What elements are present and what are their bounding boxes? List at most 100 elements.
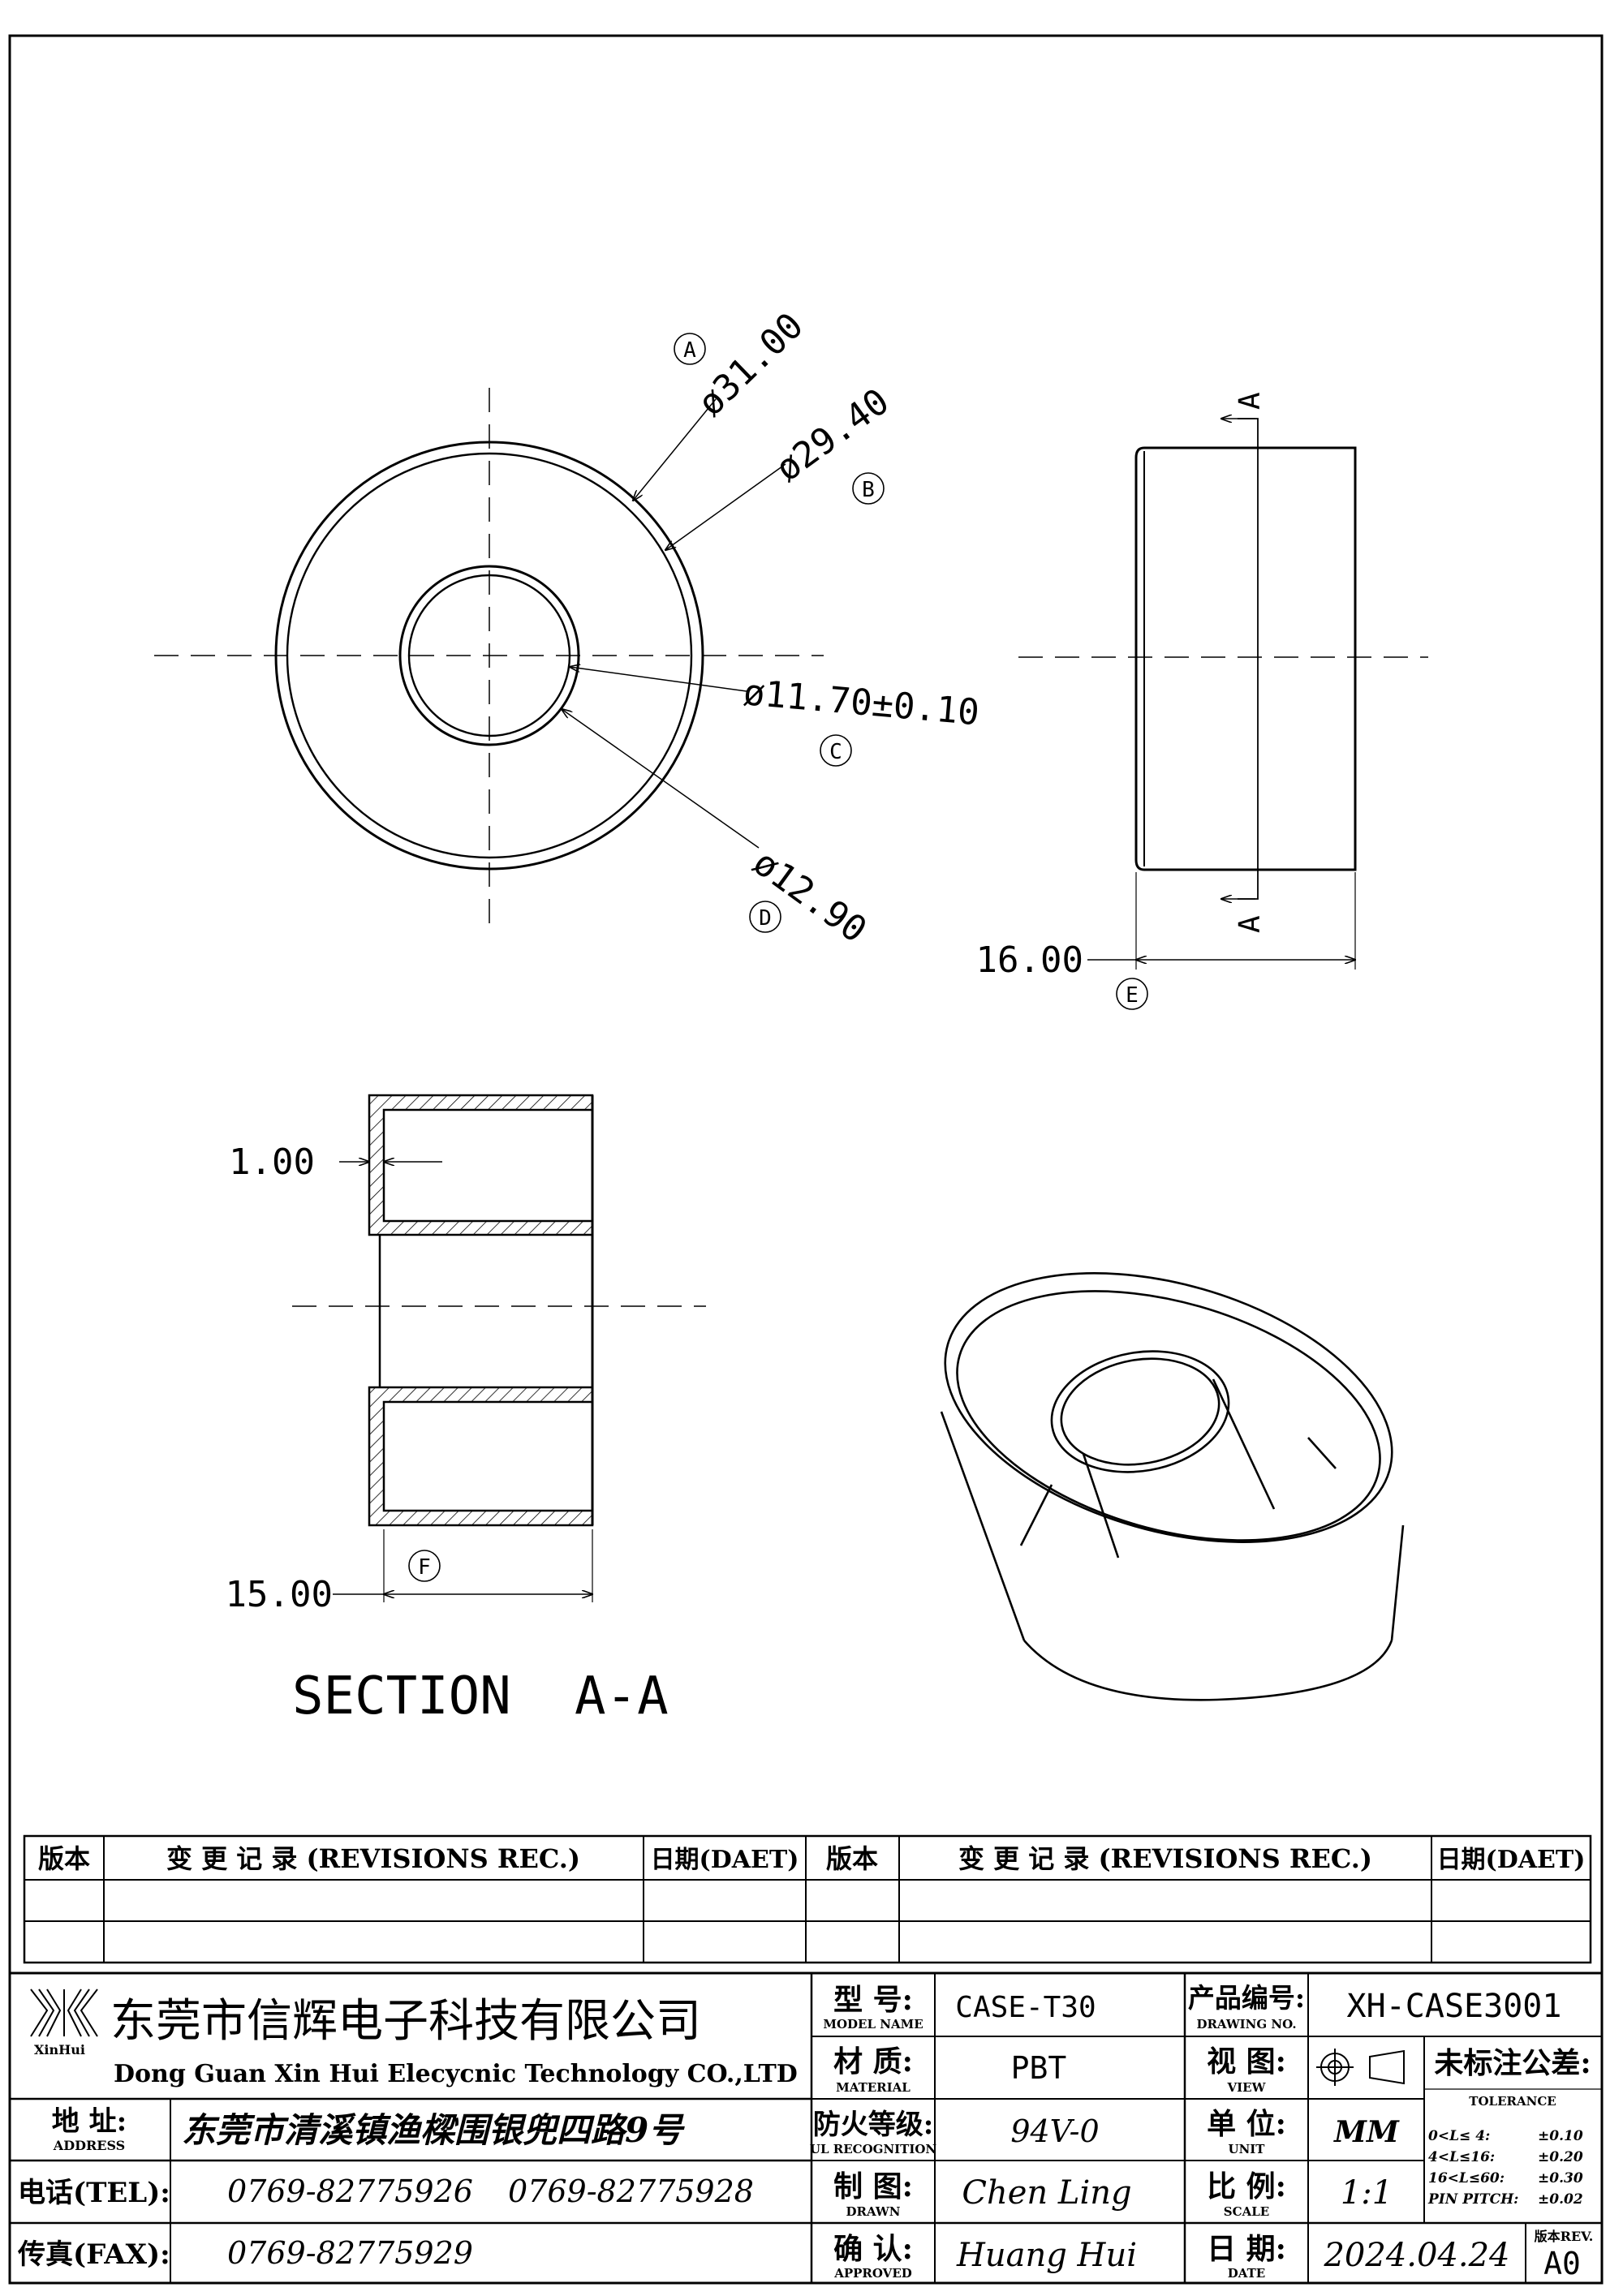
material-label: 材 质: [833, 2044, 913, 2079]
drawn-label: 制 图: [833, 2169, 913, 2204]
svg-text:C: C [829, 740, 842, 764]
model-label: 型 号: [833, 1983, 913, 2017]
unit-label-en: UNIT [1229, 2142, 1266, 2156]
drawn-label-en: DRAWN [846, 2204, 901, 2219]
tel-2: 0769-82775928 [508, 2173, 754, 2209]
rev-value: A0 [1543, 2246, 1581, 2281]
rev-col-date-1: 日期(DAET) [651, 1846, 799, 1874]
tolerance-range: 4<L≤16: [1428, 2149, 1495, 2165]
svg-text:A: A [683, 338, 696, 363]
rev-label: 版本REV. [1534, 2229, 1594, 2244]
ul-label-en: UL RECOGNITION [810, 2142, 937, 2156]
marker-a: A [674, 333, 706, 365]
date-value: 2024.04.24 [1323, 2237, 1509, 2274]
outer-circle-31 [274, 441, 704, 871]
svg-text:F: F [418, 1555, 431, 1580]
iso-outer-sides [940, 1411, 1405, 1641]
marker-c: C [820, 734, 852, 767]
company-name-cn: 东莞市信辉电子科技有限公司 [110, 1995, 701, 2048]
title-block: XinHui 东莞市信辉电子科技有限公司 Dong Guan Xin Hui E… [10, 1971, 1602, 2283]
iso-bottom-rim [1023, 1640, 1393, 1701]
tolerance-value: ±0.10 [1538, 2128, 1583, 2144]
rev-col-ver-1: 版本 [38, 1843, 90, 1874]
side-body [1134, 446, 1357, 871]
section-name: A-A [575, 1666, 669, 1726]
fax-value: 0769-82775929 [227, 2235, 473, 2271]
tolerance-range: 16<L≤60: [1428, 2170, 1505, 2186]
inner-circle-12-9 [398, 565, 580, 746]
dim-b: ø29.40 [768, 381, 897, 490]
leader-d [562, 709, 760, 849]
svg-text:E: E [1126, 983, 1139, 1008]
section-hatch-upper [368, 1094, 594, 1236]
side-view-labels: A A 16.00 E [976, 392, 1267, 1010]
inner-circle-11-7 [407, 574, 571, 737]
front-view-dims: ø31.00 ø29.40 ø11.70±0.10 ø12.90 A B C D [674, 305, 981, 951]
marker-b: B [852, 472, 885, 505]
isometric-view [940, 1272, 1405, 1701]
iso-hub-sides [1019, 1378, 1337, 1559]
side-view [1018, 419, 1428, 970]
company-name-en: Dong Guan Xin Hui Elecycnic Technology C… [114, 2060, 798, 2088]
tolerance-value: ±0.20 [1538, 2149, 1583, 2165]
approved-label-en: APPROVED [833, 2266, 912, 2281]
dim-c: ø11.70±0.10 [742, 672, 981, 733]
address-label-en: ADDRESS [53, 2138, 125, 2153]
drawn-value: Chen Ling [962, 2174, 1131, 2212]
scale-label-en: SCALE [1224, 2204, 1269, 2219]
view-label: 视 图: [1207, 2044, 1286, 2079]
tolerance-range: 0<L≤ 4: [1428, 2128, 1490, 2144]
cut-label-bottom: A [1233, 915, 1267, 933]
revision-table: 版本 变 更 记 录 (REVISIONS REC.) 日期(DAET) 版本 … [23, 1834, 1592, 1964]
iso-top-outer [944, 1272, 1393, 1543]
rev-col-date-2: 日期(DAET) [1437, 1846, 1586, 1874]
outer-circle-29-4 [286, 452, 693, 859]
tel-1: 0769-82775926 [227, 2173, 473, 2209]
tolerance-label-en: TOLERANCE [1469, 2094, 1556, 2109]
marker-d: D [749, 901, 781, 933]
address-value: 东莞市清溪镇渔樑围银兜四路9号 [182, 2110, 685, 2150]
leader-a [633, 398, 717, 501]
section-hatch-lower [368, 1386, 594, 1527]
address-label: 地 址: [52, 2105, 127, 2138]
scale-label: 比 例: [1207, 2169, 1286, 2204]
svg-text:D: D [759, 906, 772, 931]
projection-symbol-icon [1316, 2049, 1405, 2086]
model-value: CASE-T30 [955, 1991, 1096, 2024]
marker-f: F [408, 1550, 441, 1582]
svg-text:B: B [862, 478, 875, 502]
logo-text: XinHui [34, 2042, 85, 2057]
tolerance-value: ±0.30 [1538, 2170, 1583, 2186]
iso-hub-top [1050, 1350, 1230, 1473]
drawing-no-value: XH-CASE3001 [1347, 1988, 1562, 2025]
drawing-no-label-en: DRAWING NO. [1196, 2017, 1296, 2032]
rev-col-rec-2: 变 更 记 录 (REVISIONS REC.) [958, 1843, 1372, 1874]
iso-hub-inner [1060, 1357, 1220, 1466]
section-view: 1.00 15.00 F SECTION A-A [226, 1094, 706, 1726]
iso-top-inner [956, 1290, 1381, 1541]
dim-f: 15.00 [226, 1574, 333, 1615]
model-label-en: MODEL NAME [823, 2017, 923, 2032]
fax-label: 传真(FAX): [17, 2238, 170, 2271]
view-label-en: VIEW [1227, 2080, 1267, 2095]
rev-col-ver-2: 版本 [826, 1843, 878, 1874]
sheet-border [8, 34, 1604, 2285]
ul-value: 94V-0 [1010, 2113, 1099, 2149]
approved-value: Huang Hui [956, 2237, 1137, 2274]
dim-wall: 1.00 [229, 1142, 315, 1183]
material-value: PBT [1011, 2050, 1067, 2086]
leader-b [665, 463, 786, 550]
material-label-en: MATERIAL [836, 2080, 911, 2095]
scale-value: 1:1 [1341, 2174, 1393, 2212]
tolerance-list: 0<L≤ 4: ±0.10 4<L≤16: ±0.20 16<L≤60: ±0.… [1427, 2128, 1583, 2208]
approved-label: 确 认: [833, 2232, 913, 2266]
drawing-no-label: 产品编号: [1188, 1982, 1305, 2014]
dim-e: 16.00 [976, 939, 1083, 981]
section-caption: SECTION [292, 1666, 511, 1726]
unit-value: MM [1332, 2115, 1400, 2149]
company-logo [30, 1989, 98, 2037]
ul-label: 防火等级: [813, 2109, 934, 2141]
marker-e: E [1116, 978, 1148, 1010]
dim-a: ø31.00 [690, 305, 812, 424]
